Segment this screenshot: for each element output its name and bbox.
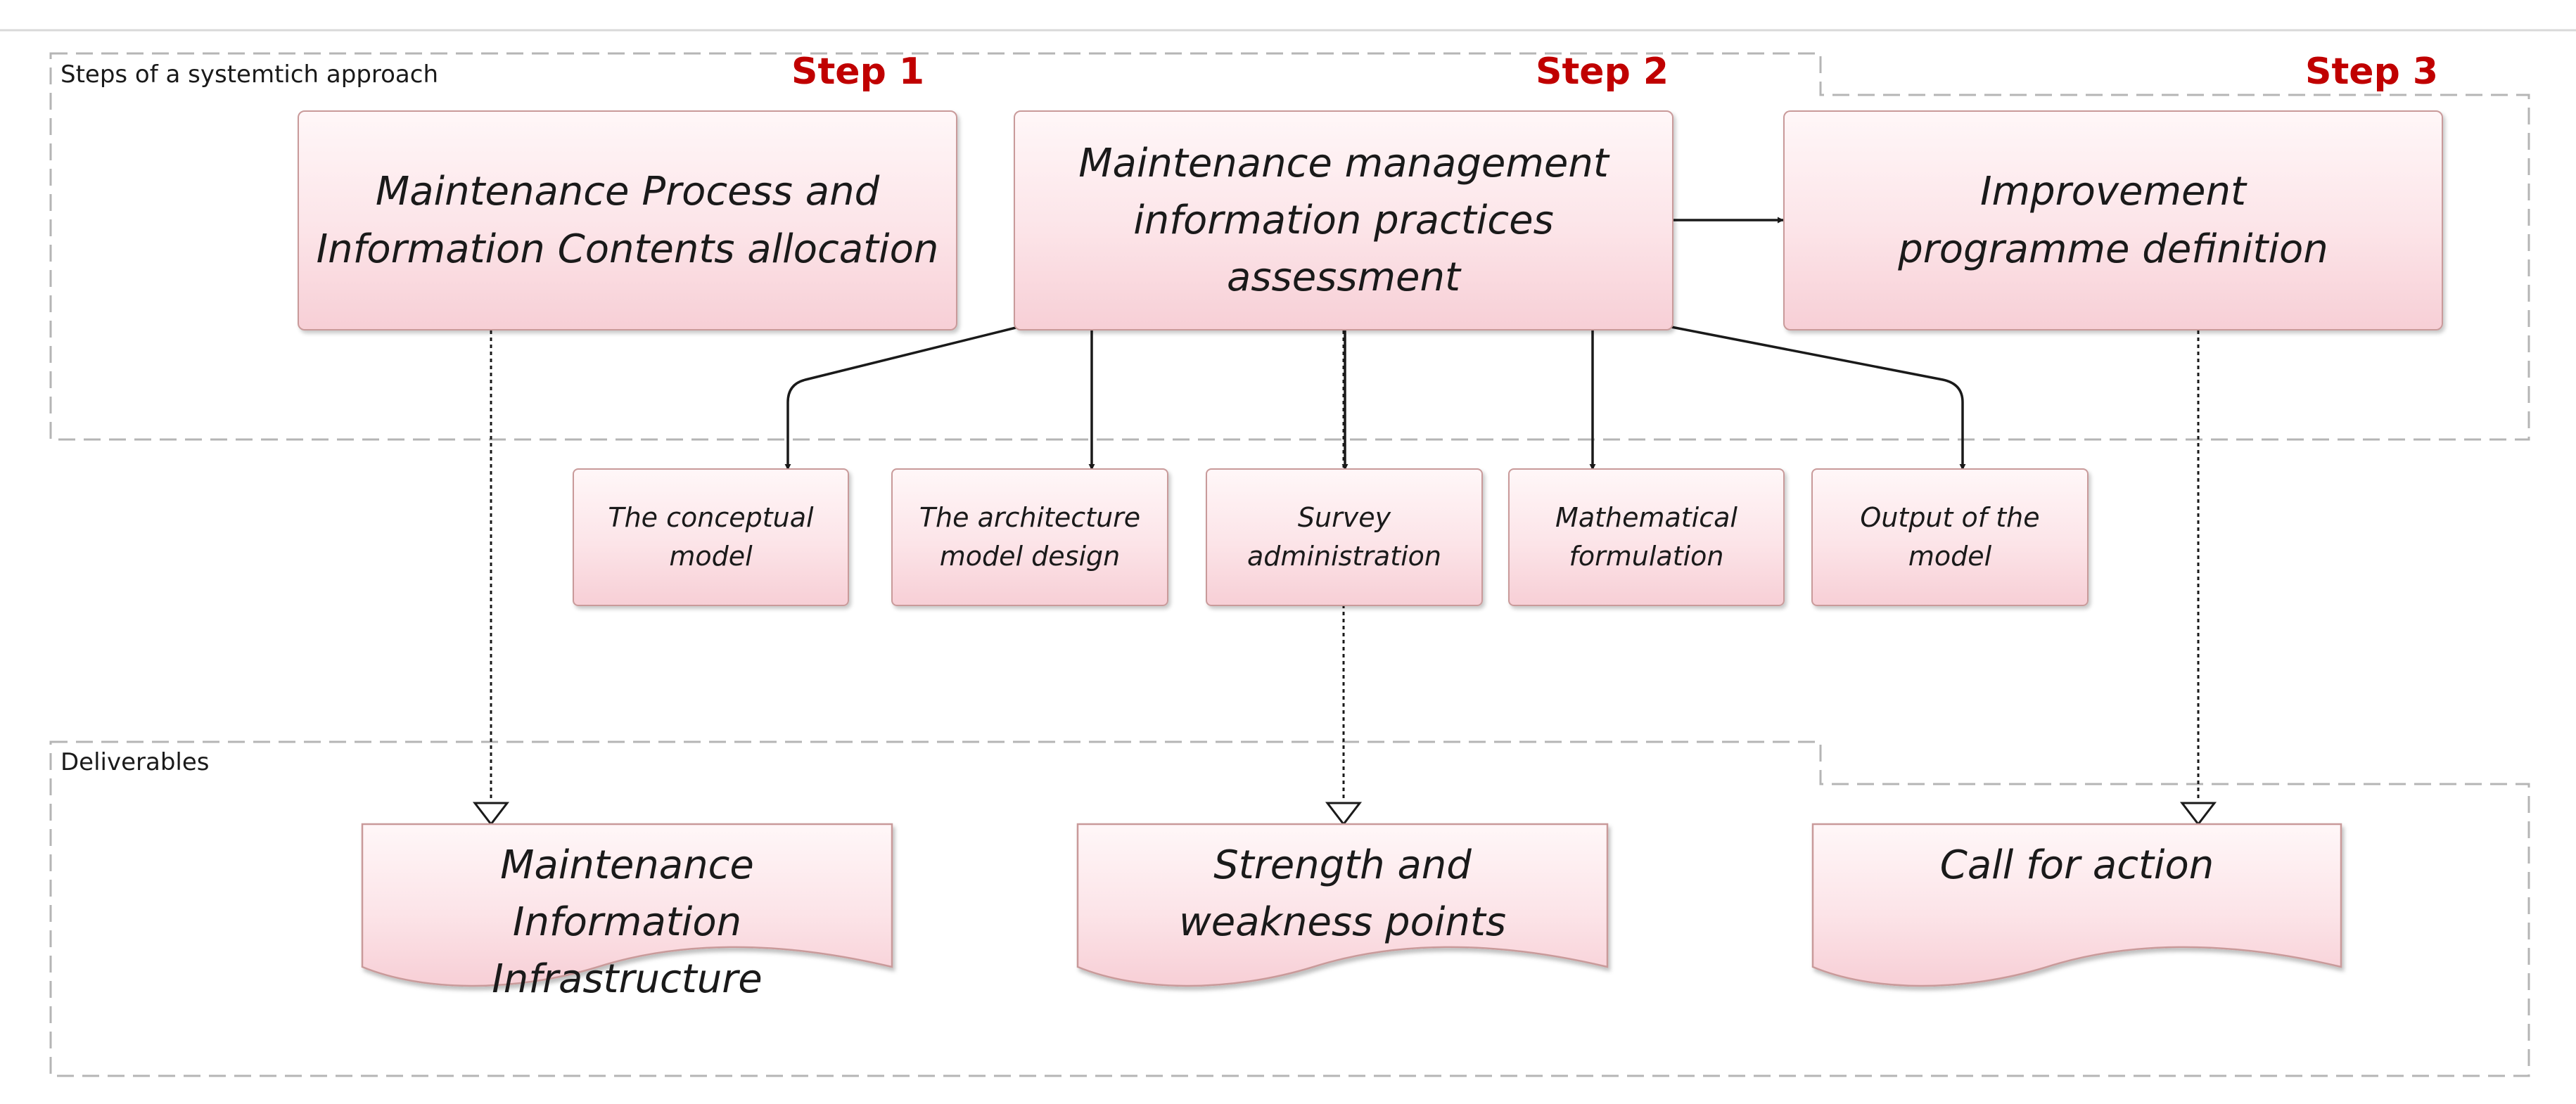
step-2-box: Maintenance management information pract…	[1014, 110, 1673, 330]
connector-to-conceptual-model	[784, 326, 1019, 470]
deliverable-shape-strength-weakness	[1076, 823, 1609, 987]
substep-output-of-model: Output of the model	[1811, 468, 2089, 606]
deliverable-strength-weakness: Strength and weakness points	[1078, 837, 1607, 951]
substep-mathematical-formulation-text: Mathematical formulation	[1555, 501, 1737, 572]
deliverables-group-frame	[49, 740, 2530, 1077]
steps-group-frame	[49, 52, 2530, 441]
hollow-arrowhead-step3-deliverable	[2179, 802, 2217, 826]
deliverable-shape-infrastructure	[361, 823, 893, 987]
step-2-label: Step 2	[1536, 51, 1669, 93]
steps-group-title: Steps of a systemtich approach	[60, 60, 439, 89]
deliverable-call-for-action: Call for action	[1813, 837, 2341, 894]
deliverable-infrastructure-text: Maintenance Information Infrastructure	[492, 842, 763, 1003]
step-1-box-text: Maintenance Process and Information Cont…	[316, 169, 939, 272]
step-3-box: Improvement programme definition	[1783, 110, 2443, 330]
step-1-box: Maintenance Process and Information Cont…	[298, 110, 957, 330]
substep-mathematical-formulation: Mathematical formulation	[1508, 468, 1785, 606]
deliverables-group-title: Deliverables	[60, 748, 210, 776]
hollow-arrowhead-step2-deliverable	[1325, 802, 1363, 826]
hollow-arrowhead-step1-deliverable	[472, 802, 510, 826]
substep-survey-administration: Survey administration	[1206, 468, 1483, 606]
step-2-box-text: Maintenance management information pract…	[1078, 140, 1609, 301]
substep-output-of-model-text: Output of the model	[1860, 501, 2040, 572]
connector-to-output-of-model	[1671, 326, 1966, 470]
substep-conceptual-model-text: The conceptual model	[608, 501, 814, 572]
substep-architecture-model-design: The architecture model design	[891, 468, 1168, 606]
deliverable-strength-weakness-text: Strength and weakness points	[1178, 842, 1507, 946]
deliverable-shape-call-for-action	[1811, 823, 2342, 987]
step-3-label: Step 3	[2305, 51, 2439, 93]
deliverable-infrastructure: Maintenance Information Infrastructure	[362, 837, 892, 1008]
substep-architecture-model-design-text: The architecture model design	[919, 501, 1141, 572]
substep-survey-administration-text: Survey administration	[1246, 501, 1442, 572]
substep-conceptual-model: The conceptual model	[573, 468, 849, 606]
step-1-label: Step 1	[791, 51, 925, 93]
step-3-box-text: Improvement programme definition	[1898, 169, 2328, 272]
deliverable-call-for-action-text: Call for action	[1939, 842, 2214, 888]
